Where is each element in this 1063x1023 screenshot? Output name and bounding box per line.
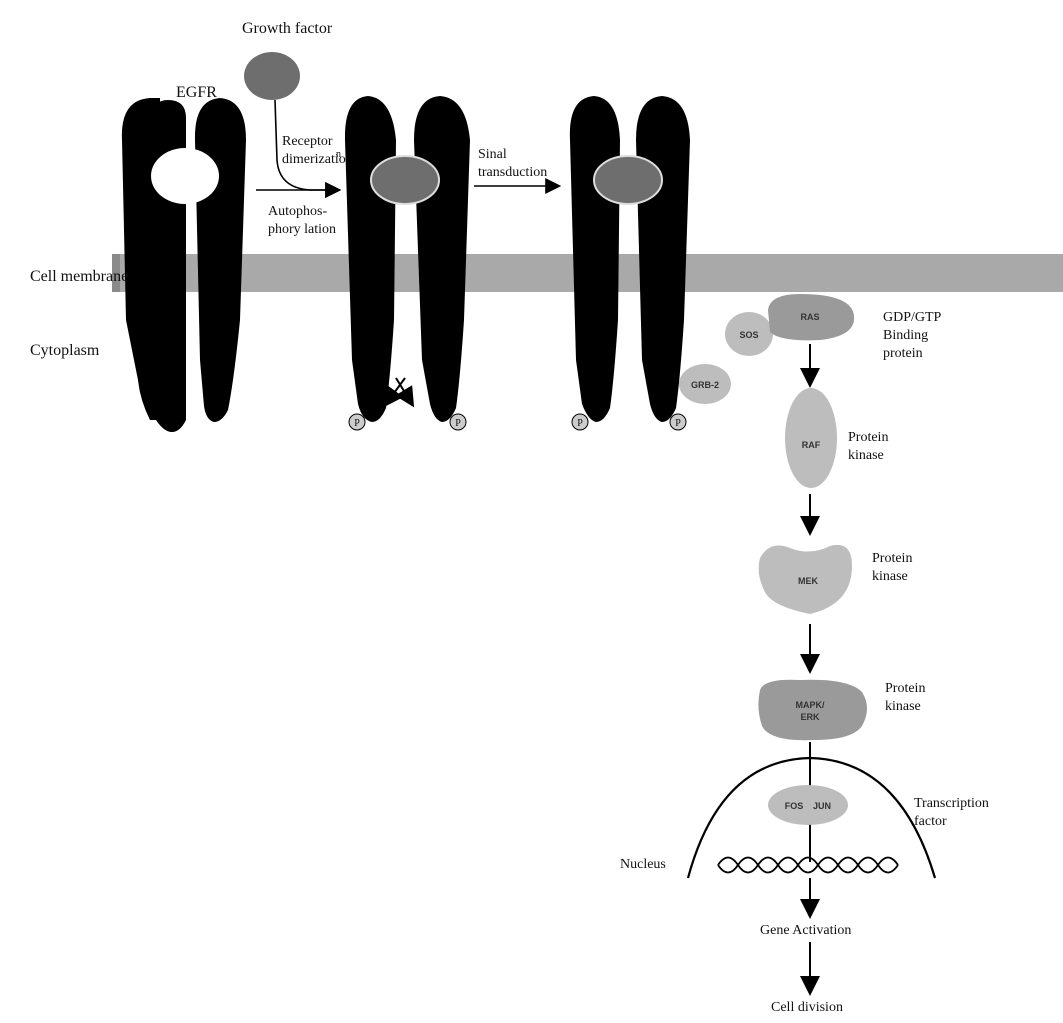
autophos-label-1: Autophos- bbox=[268, 204, 327, 219]
growth-factor-bound-2 bbox=[594, 156, 662, 204]
transcription-label-1: Transcription bbox=[914, 796, 989, 811]
svg-text:GRB-2: GRB-2 bbox=[691, 380, 719, 390]
signal-label-2: transduction bbox=[478, 165, 547, 180]
gdp-gtp-label-3: protein bbox=[883, 346, 923, 361]
transcription-label-2: factor bbox=[914, 814, 947, 829]
mek-desc-label-2: kinase bbox=[872, 569, 908, 584]
growth-factor-bound bbox=[371, 156, 439, 204]
signal-label-1: Sinal bbox=[478, 147, 507, 162]
raf-desc-label-2: kinase bbox=[848, 448, 884, 463]
raf-desc-label-1: Protein bbox=[848, 430, 888, 445]
egfr-receptor-unbound bbox=[122, 98, 246, 432]
ras-protein: RAS bbox=[768, 294, 854, 340]
mapk-desc-label-1: Protein bbox=[885, 681, 925, 696]
nucleus-label: Nucleus bbox=[620, 857, 666, 872]
svg-text:RAF: RAF bbox=[802, 440, 821, 450]
svg-text:P: P bbox=[577, 418, 583, 429]
gene-activation-label: Gene Activation bbox=[760, 923, 851, 938]
cell-membrane-label: Cell membrane bbox=[30, 268, 128, 285]
svg-text:P: P bbox=[455, 418, 461, 429]
autophos-label-2: phory lation bbox=[268, 222, 336, 237]
svg-text:FOS: FOS bbox=[785, 801, 804, 811]
receptor-dimerization-label-3: n bbox=[336, 149, 341, 160]
svg-text:SOS: SOS bbox=[739, 330, 758, 340]
phosphate-group-4: P bbox=[670, 414, 686, 430]
mapk-desc-label-2: kinase bbox=[885, 699, 921, 714]
egfr-label: EGFR bbox=[176, 84, 217, 101]
phosphate-group-2: P bbox=[450, 414, 466, 430]
sos-protein: SOS bbox=[725, 312, 773, 356]
cell-division-label: Cell division bbox=[771, 1000, 843, 1015]
gdp-gtp-label-2: Binding bbox=[883, 328, 928, 343]
svg-text:RAS: RAS bbox=[800, 312, 819, 322]
svg-text:P: P bbox=[354, 418, 360, 429]
growth-factor-ligand bbox=[244, 52, 300, 100]
svg-text:MEK: MEK bbox=[798, 576, 819, 586]
receptor-dimerization-label-1: Receptor bbox=[282, 134, 333, 149]
gdp-gtp-label-1: GDP/GTP bbox=[883, 310, 942, 325]
grb2-protein: GRB-2 bbox=[679, 364, 731, 404]
svg-text:JUN: JUN bbox=[813, 801, 831, 811]
mek-desc-label-1: Protein bbox=[872, 551, 912, 566]
raf-protein: RAF bbox=[785, 388, 837, 488]
mapk-erk-protein: MAPK/ ERK bbox=[758, 680, 867, 741]
svg-text:ERK: ERK bbox=[800, 712, 820, 722]
dna-helix bbox=[718, 858, 898, 873]
svg-text:MAPK/: MAPK/ bbox=[796, 700, 825, 710]
growth-factor-label: Growth factor bbox=[242, 20, 333, 37]
phosphate-group-1: P bbox=[349, 414, 365, 430]
mek-protein: MEK bbox=[759, 545, 852, 614]
svg-text:P: P bbox=[675, 418, 681, 429]
fos-jun-complex: FOS JUN bbox=[768, 785, 848, 825]
cytoplasm-label: Cytoplasm bbox=[30, 342, 100, 359]
phosphate-group-3: P bbox=[572, 414, 588, 430]
cross-phosphorylation-arrows bbox=[386, 378, 412, 404]
